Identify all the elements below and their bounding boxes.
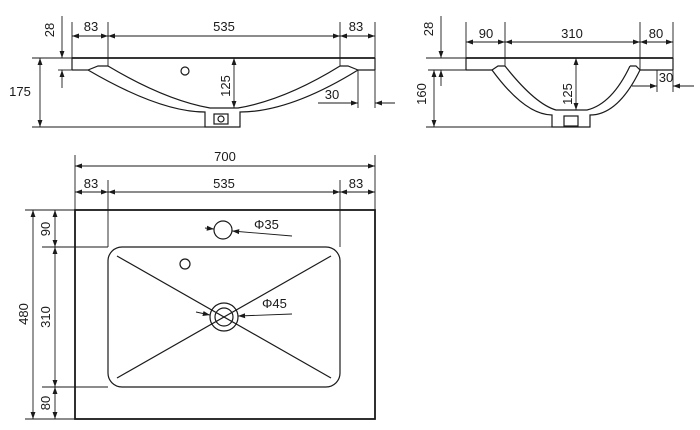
side-short-bowl-depth: 125 [560, 83, 575, 105]
drain-hole-label: Φ45 [262, 296, 287, 311]
tap-hole-label: Φ35 [254, 217, 279, 232]
side-short-total-height: 160 [414, 83, 429, 105]
top-back-rim: 90 [38, 222, 53, 236]
top-right-rim: 83 [349, 176, 363, 191]
top-view-outline [74, 209, 376, 420]
side-long-right-rim: 83 [349, 19, 363, 34]
top-view: 700 83 535 83 480 90 310 80 Φ35 Φ45 [16, 149, 376, 420]
side-long-bowl-depth: 125 [218, 75, 233, 97]
side-long-left-rim: 83 [84, 19, 98, 34]
side-long-bowl-width: 535 [213, 19, 235, 34]
top-front-rim: 80 [38, 396, 53, 410]
side-long-top-thickness: 28 [42, 23, 57, 37]
top-overall-depth: 480 [16, 303, 31, 325]
top-bowl-depth: 310 [38, 306, 53, 328]
side-view-short-outline [465, 57, 674, 128]
side-view-short: 28 90 310 80 160 125 30 [414, 16, 694, 128]
side-view-long: 28 83 535 83 175 125 30 [9, 16, 395, 128]
side-short-back-rim: 80 [649, 26, 663, 41]
side-short-outlet-offset: 30 [659, 70, 673, 85]
side-short-front-rim: 90 [479, 26, 493, 41]
top-overall-width: 700 [214, 149, 236, 164]
top-bowl-width: 535 [213, 176, 235, 191]
side-view-long-outline [71, 57, 376, 128]
side-short-top-thickness: 28 [421, 22, 436, 36]
top-left-rim: 83 [84, 176, 98, 191]
side-short-bowl-width: 310 [561, 26, 583, 41]
side-long-outlet-offset: 30 [325, 87, 339, 102]
side-long-total-height: 175 [9, 84, 31, 99]
